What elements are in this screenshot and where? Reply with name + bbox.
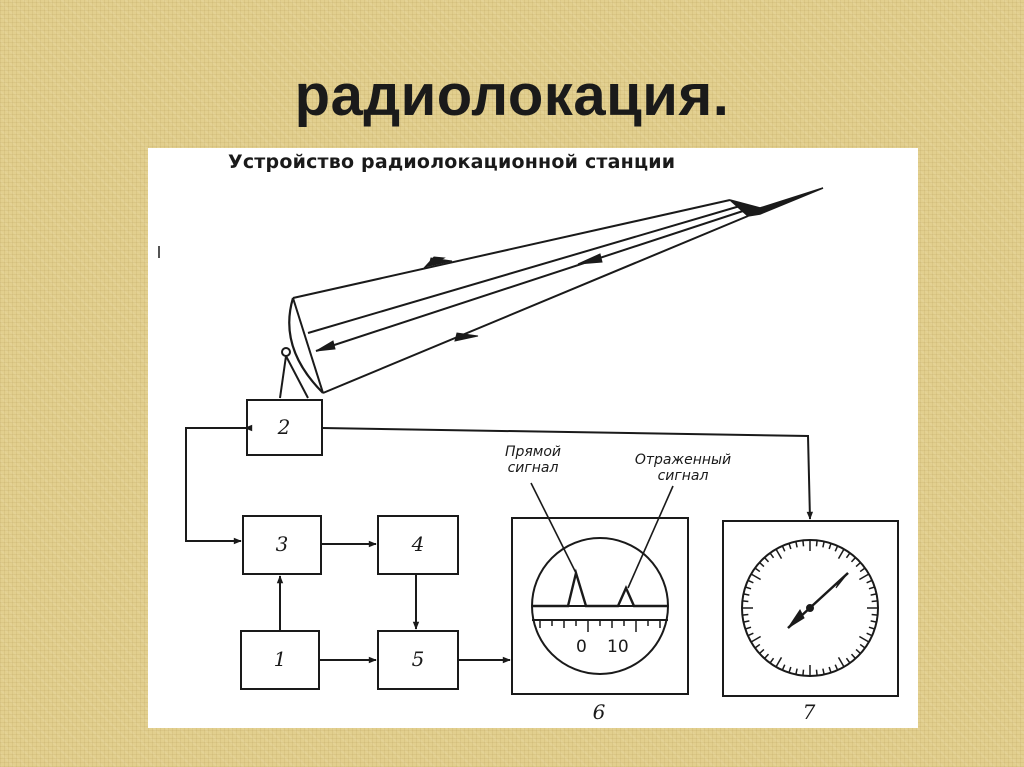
dial-tick	[745, 626, 752, 630]
dial-tick	[750, 635, 762, 643]
device-6-label: 6	[592, 700, 606, 724]
dial-tick	[870, 620, 877, 623]
slide-title: радиолокация.	[294, 63, 730, 128]
dial-tick	[815, 540, 818, 547]
outgoing-ray-1	[307, 205, 741, 334]
link-2-to-7	[321, 427, 814, 520]
direct-signal-callout: Прямой сигнал	[488, 444, 578, 476]
dial-tick	[742, 613, 749, 616]
dial-tick	[850, 653, 857, 660]
dial-tick	[822, 668, 825, 675]
dial-tick	[775, 656, 783, 668]
block-1-label: 1	[273, 647, 287, 671]
dial-tick	[775, 548, 783, 560]
ray-arrow-out-1	[428, 257, 453, 267]
dial-tick	[870, 593, 877, 596]
antenna-feed	[281, 347, 291, 357]
direct-pulse	[532, 568, 668, 608]
dial-tick	[866, 632, 873, 637]
block-2-label: 2	[277, 415, 291, 439]
dial-tick	[747, 579, 754, 584]
dial-tick	[763, 653, 770, 660]
dial-tick	[743, 593, 750, 596]
direct-signal-line-2: сигнал	[507, 460, 559, 476]
dial-tick	[859, 643, 866, 649]
dial-tick	[837, 656, 845, 668]
dial-tick	[845, 657, 851, 664]
diagram-drawing	[158, 187, 899, 697]
dial-tick	[788, 543, 792, 550]
link-3-to-2	[185, 427, 247, 545]
dial-tick	[763, 556, 770, 563]
scope-scale-ticks	[539, 620, 661, 632]
dial-tick	[855, 648, 862, 655]
block-4-label: 4	[411, 532, 425, 556]
reflected-signal-line-2: сигнал	[657, 468, 709, 484]
dial-tick	[781, 545, 786, 552]
reflected-signal-leader	[627, 485, 674, 589]
return-ray	[315, 210, 744, 352]
dial-tick	[788, 666, 792, 673]
diagram-heading: Устройство радиолокационной станции	[228, 151, 676, 173]
dial-tick	[845, 552, 851, 559]
dial-tick	[868, 586, 875, 590]
dial-tick	[834, 545, 839, 552]
dial-tick	[758, 561, 765, 568]
radar-station-diagram: Устройство радиолокационной станции 2 3 …	[148, 148, 918, 728]
dial-tick	[828, 666, 832, 673]
dial-tick	[822, 541, 825, 548]
aircraft-icon	[729, 187, 824, 217]
antenna-dish	[288, 297, 324, 394]
dial-tick	[837, 548, 845, 560]
dial-tick	[742, 600, 749, 603]
dial-tick	[754, 567, 761, 573]
dial-tick	[871, 600, 878, 603]
reflected-signal-line-1: Отраженный	[634, 452, 732, 468]
dial-tick	[795, 668, 798, 675]
beam-upper-edge	[292, 199, 731, 299]
block-3-label: 3	[275, 532, 289, 556]
ray-arrow-return	[577, 253, 603, 265]
dial-tick	[858, 635, 870, 643]
dial-tick	[769, 552, 775, 559]
dial-tick	[781, 664, 786, 671]
dial-tick	[868, 626, 875, 630]
dial-tick	[855, 561, 862, 568]
ray-arrow-out-2	[454, 332, 479, 342]
dial-tick	[866, 579, 873, 584]
beam-lower-edge	[322, 215, 749, 394]
dial-tick	[850, 556, 857, 563]
dial-tick	[802, 669, 805, 676]
block-4	[377, 515, 459, 575]
ray-arrow-tip	[315, 340, 336, 352]
dial-tick	[871, 613, 878, 616]
dial-tick	[769, 657, 775, 664]
direct-signal-leader	[530, 482, 577, 574]
scale-label-zero: 0	[576, 637, 587, 657]
dial-tick	[815, 669, 818, 676]
device-7-frame	[722, 520, 899, 697]
block-5-label: 5	[411, 647, 425, 671]
dial-tick	[858, 573, 870, 581]
device-6-frame	[511, 517, 689, 695]
dial-tick	[743, 620, 750, 623]
reflected-signal-callout: Отраженный сигнал	[628, 452, 738, 484]
device-7-label: 7	[802, 700, 816, 724]
dial-ticks	[742, 540, 878, 676]
dial-tick	[750, 573, 762, 581]
dial-tick	[802, 540, 805, 547]
dial-tick	[745, 586, 752, 590]
dial-tick	[834, 664, 839, 671]
dial-tick	[758, 648, 765, 655]
scale-label-ten: 10	[607, 637, 629, 657]
dial-tick	[747, 632, 754, 637]
dial-tick	[754, 643, 761, 649]
direct-signal-line-1: Прямой	[504, 444, 562, 460]
dial-tick	[859, 567, 866, 573]
dial-tick	[828, 543, 832, 550]
dial-tick	[795, 541, 798, 548]
